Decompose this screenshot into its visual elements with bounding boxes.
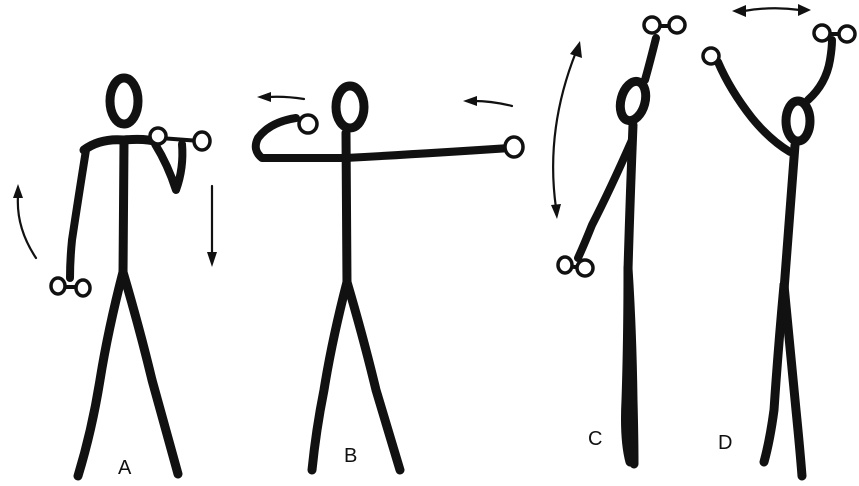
figure-c-swing-arrow [552, 50, 578, 210]
arrowhead [551, 204, 561, 219]
figure-label-b: B [344, 445, 357, 467]
arrowhead [257, 92, 271, 102]
arrowhead [570, 41, 582, 58]
figure-b-head-dumbbell [297, 113, 319, 135]
figure-label-c: C [588, 428, 602, 450]
figure-d-left-dumbbell [701, 46, 721, 66]
figure-d-horizontal-arrow [742, 7, 802, 13]
figure-d-head [781, 96, 815, 146]
figure-b-torso [341, 128, 352, 290]
figure-b-hand-dumbbell [503, 135, 525, 159]
figure-a-head [105, 73, 143, 129]
figure-b-bent-arm [251, 114, 349, 162]
figure-c-raised-arm [641, 34, 660, 84]
figure-label-a: A [118, 457, 132, 479]
figure-b-right-leg [342, 277, 405, 475]
figure-d-right-arm [804, 36, 836, 104]
arrowhead [798, 4, 811, 16]
arrowhead [13, 184, 23, 198]
figure-a-curled-arm [151, 140, 187, 194]
figure-d: D [701, 4, 857, 481]
figure-a-torso [118, 137, 129, 280]
figure-d-torso [779, 140, 800, 295]
figure-a: A [13, 73, 217, 481]
figure-a-left-leg [73, 267, 128, 481]
figure-c-high-dumbbell [642, 15, 687, 35]
figure-c-head [615, 76, 651, 126]
figure-d-left-arm [714, 58, 794, 156]
arrowhead [207, 252, 217, 267]
figure-c-low-dumbbell [556, 255, 595, 278]
figure-a-curve-up-arrow [16, 194, 38, 260]
figure-d-right-dumbbell [812, 23, 857, 44]
figure-c-lowered-arm [574, 136, 636, 262]
figure-d-right-leg [779, 280, 807, 481]
figure-a-right-leg [118, 267, 183, 479]
figure-a-down-arm [66, 146, 90, 282]
figure-b-extended-arm [341, 144, 514, 162]
arrowhead [732, 5, 746, 17]
figure-d-left-leg [759, 280, 789, 467]
figure-b-left-arrow-1 [266, 95, 306, 101]
figure-b-left-leg [307, 277, 352, 475]
figure-label-d: D [718, 432, 732, 454]
figure-b-head [331, 81, 369, 133]
figure-b-left-arrow-2 [472, 99, 514, 108]
figure-c-right-leg [623, 263, 639, 469]
figure-b: B [251, 81, 525, 475]
figure-c: C [551, 15, 687, 469]
arrowhead [463, 96, 477, 106]
figure-a-high-dumbbell [148, 126, 212, 152]
figure-a-low-dumbbell [49, 276, 92, 298]
